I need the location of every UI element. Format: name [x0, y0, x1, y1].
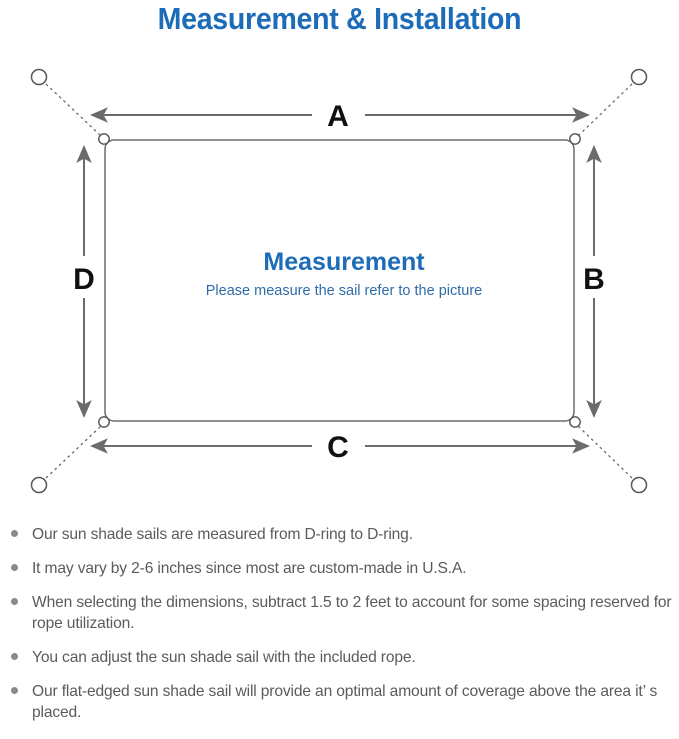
- anchor-bottom-left-icon: [30, 476, 48, 494]
- list-item-text: It may vary by 2-6 inches since most are…: [32, 560, 467, 577]
- list-item-text: You can adjust the sun shade sail with t…: [32, 649, 416, 666]
- dimension-c-label: C: [327, 431, 349, 464]
- list-item: Our sun shade sails are measured from D-…: [0, 524, 679, 545]
- rope-lines: [45, 83, 633, 479]
- dimension-a-label: A: [327, 100, 349, 133]
- dimension-c: C: [90, 431, 590, 464]
- list-item-text: When selecting the dimensions, subtract …: [32, 594, 672, 632]
- d-ring-bottom-left-icon: [98, 416, 110, 428]
- d-ring-top-right-icon: [569, 133, 581, 145]
- list-item: It may vary by 2-6 inches since most are…: [0, 558, 679, 579]
- dimension-d: D: [73, 145, 95, 418]
- diagram-center-subtitle: Please measure the sail refer to the pic…: [206, 283, 482, 299]
- bullet-icon: [11, 530, 18, 537]
- measurement-diagram: A C D B Measurement Please measure the s…: [0, 48, 679, 518]
- anchor-bottom-right-icon: [630, 476, 648, 494]
- anchor-points: [30, 68, 648, 494]
- page-title: Measurement & Installation: [157, 1, 522, 36]
- list-item: You can adjust the sun shade sail with t…: [0, 647, 679, 668]
- bullet-icon: [11, 598, 18, 605]
- notes-list: Our sun shade sails are measured from D-…: [0, 524, 679, 736]
- sail-shape: [104, 139, 575, 422]
- rope-top-right: [577, 83, 633, 137]
- bullet-icon: [11, 564, 18, 571]
- rope-top-left: [45, 83, 102, 137]
- list-item-text: Our flat-edged sun shade sail will provi…: [32, 683, 658, 721]
- anchor-top-right-icon: [630, 68, 648, 86]
- list-item: When selecting the dimensions, subtract …: [0, 592, 679, 634]
- bullet-icon: [11, 653, 18, 660]
- d-ring-top-left-icon: [98, 133, 110, 145]
- rope-bottom-right: [577, 425, 633, 479]
- list-item-text: Our sun shade sails are measured from D-…: [32, 526, 413, 543]
- rope-bottom-left: [45, 425, 102, 479]
- dimension-d-label: D: [73, 263, 95, 296]
- dimension-b-label: B: [583, 263, 605, 296]
- dimension-b: B: [583, 145, 605, 418]
- list-item: Our flat-edged sun shade sail will provi…: [0, 681, 679, 723]
- bullet-icon: [11, 687, 18, 694]
- dimension-a: A: [90, 100, 590, 133]
- anchor-top-left-icon: [30, 68, 48, 86]
- diagram-center-title: Measurement: [263, 248, 425, 276]
- d-ring-bottom-right-icon: [569, 416, 581, 428]
- d-rings: [98, 133, 581, 428]
